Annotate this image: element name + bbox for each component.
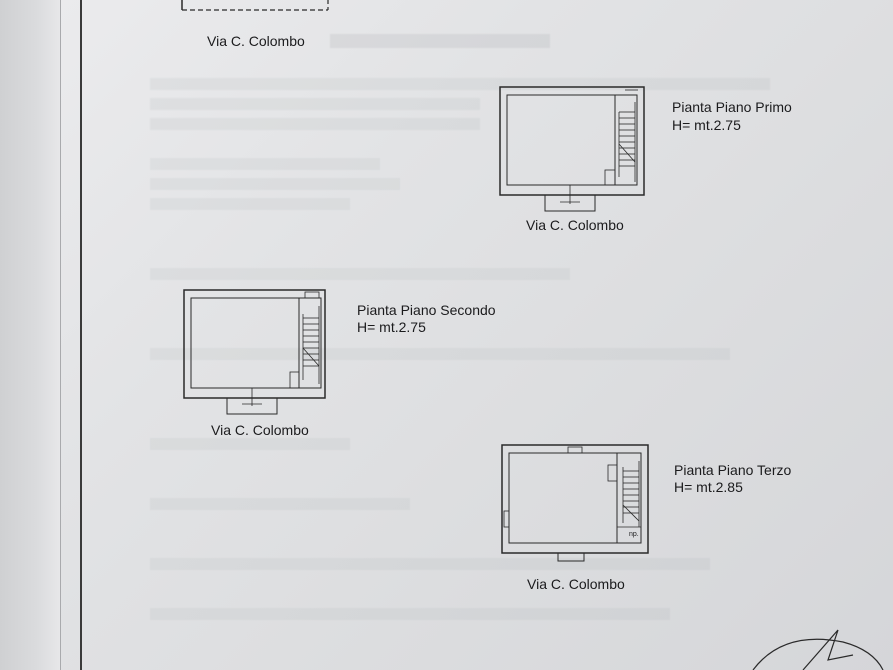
plan-title: Pianta Piano Secondo [357,302,496,318]
bleed-through-line [150,78,770,90]
plan-height: H= mt.2.85 [674,479,743,495]
stair-note: np. [629,531,639,538]
plan-title: Pianta Piano Terzo [674,462,792,478]
bleed-through-line [150,438,350,450]
floor-plan-secondo [183,289,326,415]
plan-height: H= mt.2.75 [357,319,426,335]
floor-plan-terzo [501,444,649,562]
bleed-through-line [150,158,380,170]
floor-plan-primo [499,86,645,212]
bleed-through-line [150,498,410,510]
street-label: Via C. Colombo [527,576,625,592]
bleed-through-line [150,98,480,110]
plan-title: Pianta Piano Primo [672,99,792,115]
margin-line [80,0,82,670]
street-label: Via C. Colombo [526,217,624,233]
floor-plan-partial [181,0,329,11]
bleed-through-line [150,608,670,620]
street-label: Via C. Colombo [211,422,309,438]
bleed-through-line [150,268,570,280]
bleed-through-heading [330,34,550,48]
bleed-through-line [150,118,480,130]
bleed-through-line [150,178,400,190]
plan-height: H= mt.2.75 [672,117,741,133]
bleed-through-line [150,348,730,360]
signature-stamp [752,629,884,670]
adjacent-page-edge [0,0,61,670]
bleed-through-line [150,198,350,210]
street-label: Via C. Colombo [207,33,305,49]
